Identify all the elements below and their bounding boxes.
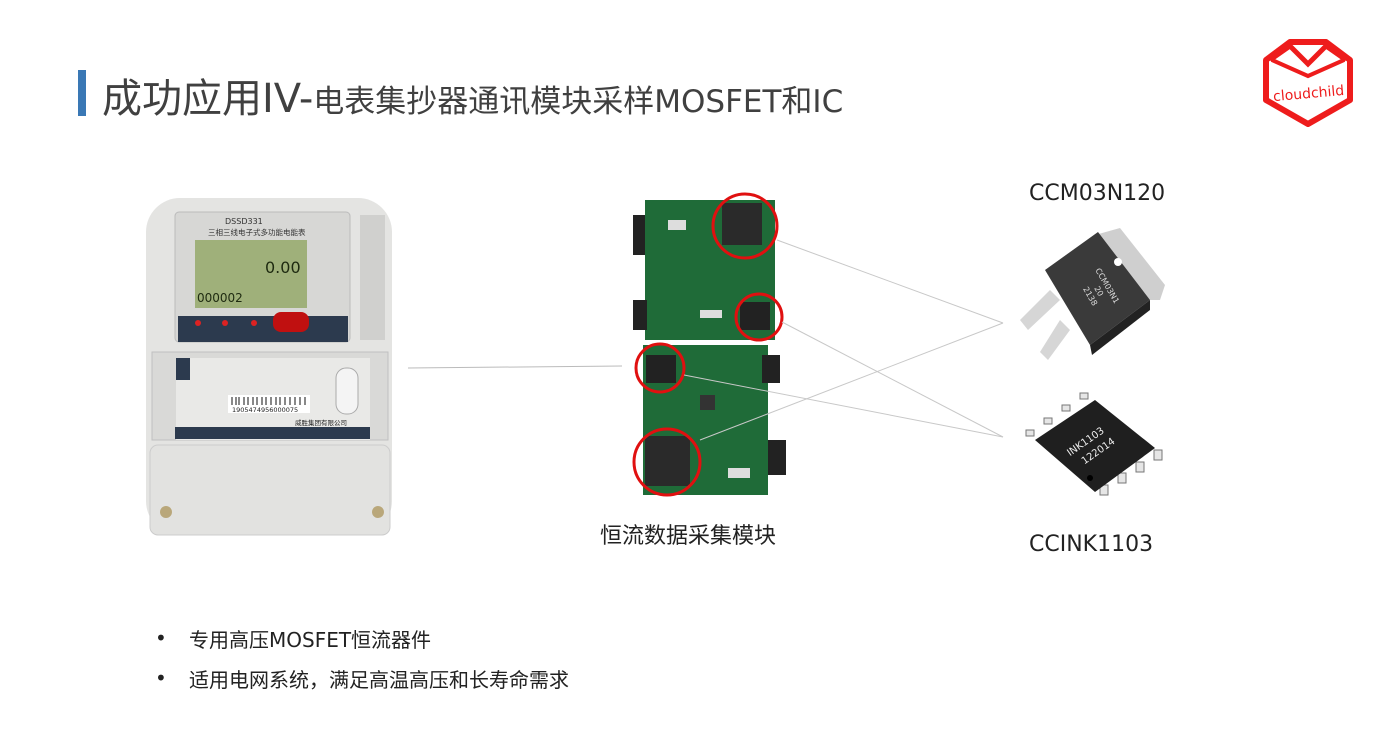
highlight-circles	[632, 192, 784, 497]
bullet-dot: •	[155, 626, 167, 650]
title-accent-bar	[78, 70, 86, 116]
highlight-ic-top	[734, 292, 784, 342]
mosfet-marking-2: 20	[1092, 285, 1105, 298]
bullet-text: 专用高压MOSFET恒流器件	[189, 627, 432, 652]
bullet-text: 适用电网系统，满足高温高压和长寿命需求	[189, 667, 569, 692]
highlight-mosfet-bottom	[632, 427, 702, 497]
bullet-item: • 专用高压MOSFET恒流器件	[155, 618, 569, 658]
board-caption: 恒流数据采集模块	[600, 524, 777, 549]
meter-model: DSSD331	[225, 217, 263, 226]
svg-text:cloudchild: cloudchild	[1273, 83, 1345, 105]
title-rest: 电表集抄器通讯模块采样MOSFET和IC	[313, 84, 844, 120]
meter-counter: 000002	[197, 291, 243, 305]
bullet-dot: •	[155, 666, 167, 690]
bullet-list: • 专用高压MOSFET恒流器件 • 适用电网系统，满足高温高压和长寿命需求	[155, 618, 569, 698]
title-main: 成功应用IV-	[102, 76, 314, 122]
page-title: 成功应用IV-电表集抄器通讯模块采样MOSFET和IC	[102, 66, 843, 124]
highlight-mosfet-top	[711, 192, 779, 260]
cloudchild-logo: cloudchild	[1263, 39, 1353, 127]
meter-maker: 威胜集团有限公司	[295, 418, 347, 427]
mosfet-chip-image: CCM03N1 20 2138	[1020, 228, 1165, 360]
meter-name: 三相三线电子式多功能电能表	[208, 227, 306, 237]
connector-line	[407, 365, 623, 369]
pcb-module-image	[633, 200, 786, 495]
ic-chip-image: INK1103 122014	[1025, 392, 1163, 496]
meter-display-value: 0.00	[265, 258, 301, 277]
highlight-ic-bottom	[634, 342, 686, 394]
callout-lines	[683, 239, 1004, 441]
electric-meter-image: DSSD331 三相三线电子式多功能电能表 0.00 000002 190547…	[146, 198, 392, 536]
meter-serial: 1905474956000075	[232, 406, 298, 414]
ic-label: CCINK1103	[1029, 532, 1154, 557]
mosfet-label: CCM03N120	[1029, 181, 1166, 206]
bullet-item: • 适用电网系统，满足高温高压和长寿命需求	[155, 658, 569, 698]
